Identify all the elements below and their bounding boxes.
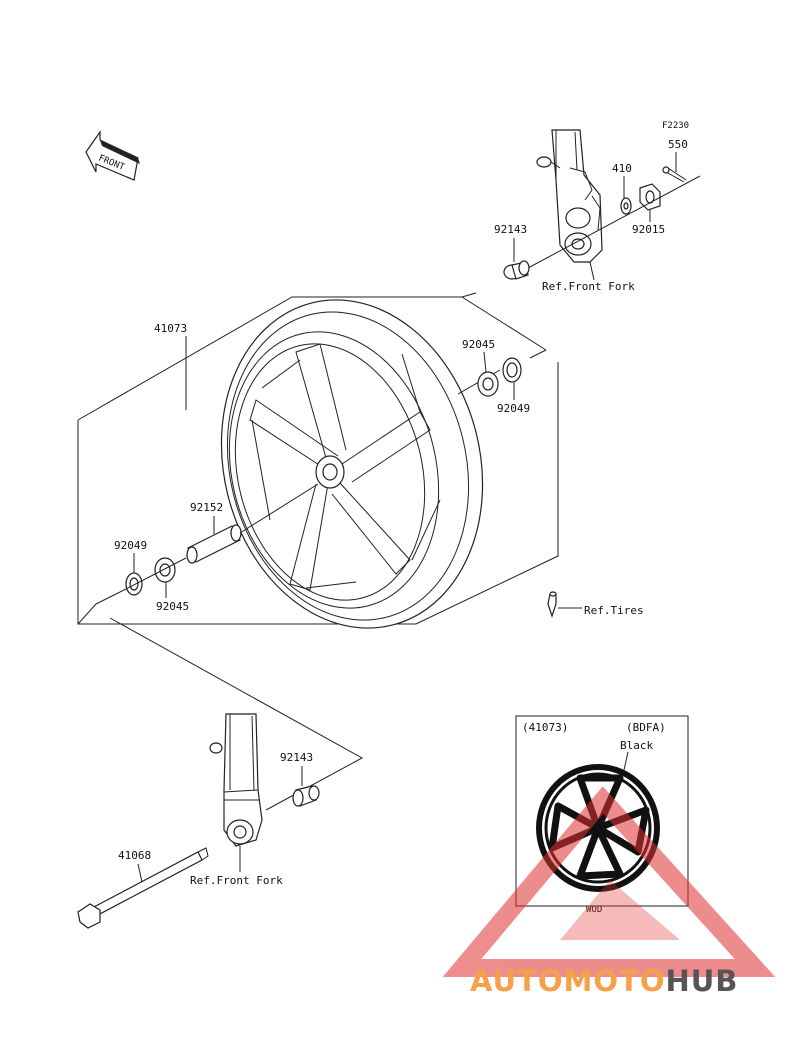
bearing-92045-right bbox=[477, 371, 499, 397]
label-92143-bottom: 92143 bbox=[280, 751, 313, 764]
inset-part-number: (41073) bbox=[522, 721, 568, 734]
watermark-hub: HUB bbox=[665, 964, 739, 998]
watermark-automoto: AUTOMOTO bbox=[470, 964, 666, 998]
cotter-pin-550 bbox=[662, 166, 687, 183]
label-550: 550 bbox=[668, 138, 688, 151]
label-92152: 92152 bbox=[190, 501, 223, 514]
label-ref-tires: Ref.Tires bbox=[584, 604, 644, 617]
front-fork-bottom bbox=[209, 713, 263, 847]
label-92015: 92015 bbox=[632, 223, 665, 236]
front-fork-top bbox=[536, 129, 603, 263]
wheel-41073 bbox=[220, 299, 484, 629]
label-92049-left: 92049 bbox=[114, 539, 147, 552]
label-410: 410 bbox=[612, 162, 632, 175]
label-41068: 41068 bbox=[118, 849, 151, 862]
nut-92015 bbox=[639, 183, 661, 211]
collar-92143-top bbox=[503, 260, 530, 280]
collar-92143-bottom bbox=[292, 785, 320, 807]
tire-valve bbox=[547, 591, 557, 618]
label-ref-front-fork-top: Ref.Front Fork bbox=[542, 280, 635, 293]
axle-41068 bbox=[77, 847, 209, 929]
label-92143-top: 92143 bbox=[494, 223, 527, 236]
inset-variant: (BDFA) bbox=[626, 721, 666, 734]
bearing-92045-left bbox=[154, 557, 176, 583]
watermark-logo: AUTOMOTOHUB bbox=[470, 964, 790, 1004]
washer-410 bbox=[620, 197, 632, 215]
seal-92049-right bbox=[502, 357, 522, 383]
label-92049-right: 92049 bbox=[497, 402, 530, 415]
label-41073: 41073 bbox=[154, 322, 187, 335]
label-ref-front-fork-bottom: Ref.Front Fork bbox=[190, 874, 283, 887]
label-92045-right: 92045 bbox=[462, 338, 495, 351]
watermark-triangle-icon bbox=[442, 786, 776, 977]
spacer-92152 bbox=[186, 524, 242, 564]
inset-code: WOD bbox=[586, 905, 602, 915]
inset-color: Black bbox=[620, 739, 653, 752]
front-arrow-icon: FRONT bbox=[85, 130, 140, 181]
seal-92049-left bbox=[125, 572, 143, 596]
label-92045-left: 92045 bbox=[156, 600, 189, 613]
diagram-code: F2230 bbox=[662, 121, 689, 131]
